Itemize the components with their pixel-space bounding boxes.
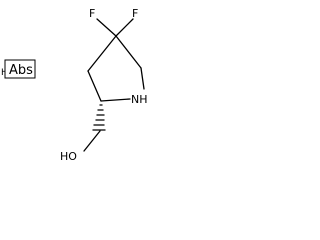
fluorine-left-label: F (89, 7, 95, 20)
bond-c4-c5 (115, 35, 142, 69)
bond-n-c2 (100, 98, 131, 102)
nitrogen-label: NH (131, 93, 148, 106)
bond-c5-n (140, 67, 145, 90)
hydroxyl-label: HO (60, 150, 77, 163)
fluorine-right-label: F (132, 7, 138, 20)
hashed-wedge-bond (92, 104, 106, 131)
bond-c2-c3 (87, 70, 102, 102)
bond-c3-c4 (87, 35, 117, 72)
stereo-abs-label: Abs (9, 63, 33, 78)
bond-ch2-oh (83, 130, 101, 152)
chemical-structure: F F NH HO HCl Abs (1, 7, 148, 163)
bond-c4-f-right (115, 18, 134, 37)
bond-c4-f-left (96, 18, 117, 37)
abs-label-box (4, 59, 36, 79)
